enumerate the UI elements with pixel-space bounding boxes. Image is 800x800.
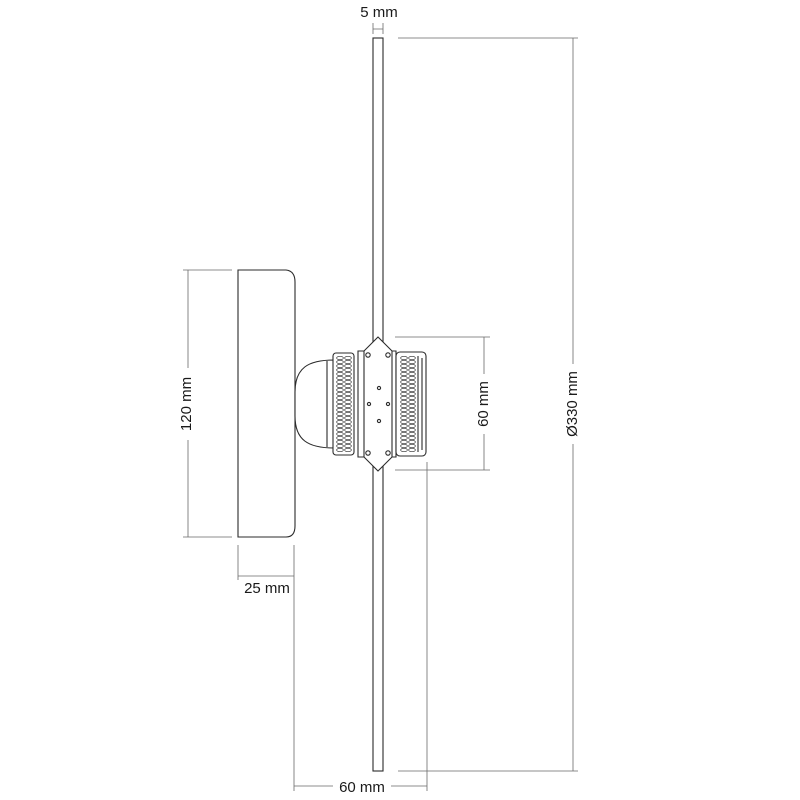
bracket-inner-line: [363, 351, 393, 457]
wall-plate: [237, 269, 296, 538]
bracket-screw-top-right: [385, 352, 391, 358]
label-plate-depth: 25 mm: [244, 580, 290, 597]
label-disc-thickness: 5 mm: [360, 4, 398, 21]
socket-dome: [294, 359, 335, 449]
bracket-screw-bottom-left: [365, 450, 371, 456]
bracket-dot-left: [366, 401, 372, 407]
right-collar-knurl-b: [408, 356, 416, 452]
bracket-dot-top: [376, 385, 382, 391]
dimension-lines: [183, 23, 578, 791]
right-knurled-collar: [395, 351, 427, 457]
bracket-dot-right: [385, 401, 391, 407]
dim-plate-height-extensions: [183, 269, 232, 538]
wall-plate-outline: [237, 269, 296, 538]
bracket-screw-bottom-right: [385, 450, 391, 456]
right-collar-rim: [417, 356, 423, 452]
left-collar-knurl-b: [344, 356, 352, 452]
dim-socket-height-extensions: [395, 336, 490, 471]
bracket-outline: [357, 336, 397, 472]
socket-dome-outline: [294, 359, 335, 449]
label-socket-height: 60 mm: [475, 381, 492, 427]
label-projection: 60 mm: [339, 779, 385, 796]
label-plate-height: 120 mm: [178, 377, 195, 431]
right-collar-knurl-a: [400, 356, 408, 452]
mounting-bracket: [357, 336, 397, 472]
bracket-dot-bottom: [376, 418, 382, 424]
left-collar-knurl-a: [336, 356, 344, 452]
label-disc-diameter: Ø330 mm: [564, 371, 581, 437]
left-knurled-collar: [332, 352, 355, 456]
bracket-screw-top-left: [365, 352, 371, 358]
dim-disc-diameter-extensions: [398, 37, 578, 772]
dim-disc-thickness-lines: [372, 23, 384, 34]
dim-plate-depth-extensions: [237, 545, 295, 791]
